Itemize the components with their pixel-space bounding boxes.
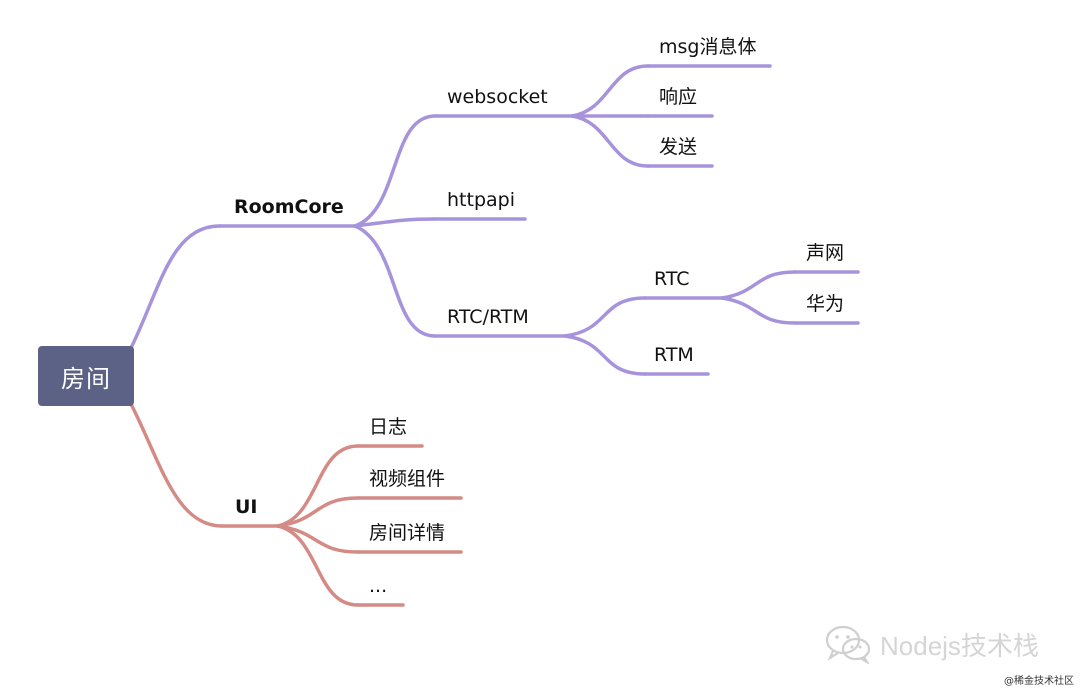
node-rtc: RTC <box>654 268 690 290</box>
root-node: 房间 <box>38 346 134 406</box>
node-websocket: websocket <box>447 86 548 108</box>
node-more: ... <box>369 575 388 597</box>
node-agora: 声网 <box>806 242 845 264</box>
watermark-text: Nodejs技术栈 <box>880 630 1039 661</box>
link-roomcore-httpapi <box>353 217 437 228</box>
node-msg: msg消息体 <box>659 36 757 58</box>
roomcore-links <box>128 64 860 376</box>
link-websocket-msg <box>570 64 650 118</box>
node-room-detail: 房间详情 <box>369 522 446 544</box>
link-root-ui <box>128 400 224 528</box>
wechat-icon <box>825 625 871 664</box>
ui-links <box>128 400 463 607</box>
link-websocket-send <box>570 114 650 168</box>
root-label: 房间 <box>61 364 111 393</box>
link-ui-video <box>276 496 360 528</box>
node-httpapi: httpapi <box>447 189 515 211</box>
link-rtc-agora <box>720 270 797 300</box>
watermark: Nodejs技术栈 <box>824 624 1039 664</box>
node-log: 日志 <box>369 416 408 438</box>
node-ui: UI <box>235 496 258 518</box>
link-ui-room-detail <box>276 524 360 554</box>
credit-text: @稀金技术社区 <box>1004 676 1074 687</box>
link-rtcrtm-rtm <box>563 334 647 376</box>
link-root-roomcore <box>128 224 222 352</box>
link-rtcrtm-rtc <box>563 296 647 338</box>
node-rtcrtm: RTC/RTM <box>447 306 529 328</box>
link-rtc-huawei <box>720 296 797 325</box>
link-roomcore-websocket <box>353 114 437 228</box>
link-ui-log <box>276 444 360 528</box>
node-video-component: 视频组件 <box>369 468 446 490</box>
node-response: 响应 <box>659 86 698 108</box>
link-roomcore-rtcrtm <box>353 224 437 338</box>
node-send: 发送 <box>659 136 698 158</box>
link-ui-more <box>276 524 360 607</box>
node-rtm: RTM <box>654 344 694 366</box>
node-roomcore: RoomCore <box>234 196 344 218</box>
node-huawei: 华为 <box>806 293 845 315</box>
